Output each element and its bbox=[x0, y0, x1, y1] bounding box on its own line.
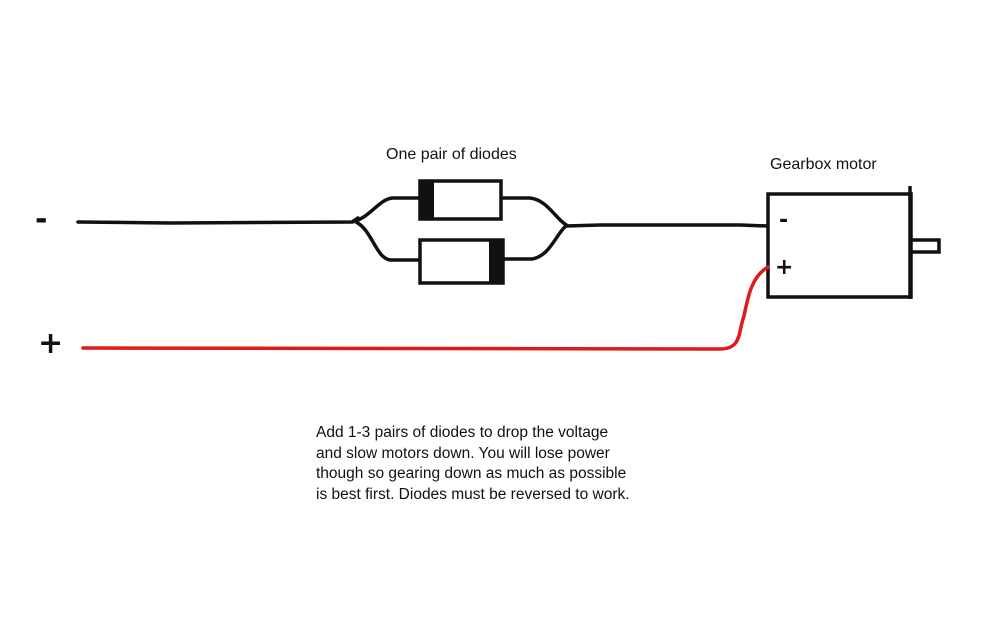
note-line: is best first. Diodes must be reversed t… bbox=[316, 485, 630, 503]
negative-terminal-sign: - bbox=[35, 202, 48, 237]
motor-negative-sign: - bbox=[779, 208, 789, 233]
positive-wire bbox=[81, 265, 770, 351]
note-line: and slow motors down. You will lose powe… bbox=[316, 444, 610, 462]
diode-pair-label: One pair of diodes bbox=[386, 146, 517, 163]
lower-branch-right bbox=[503, 224, 568, 261]
motor-label: Gearbox motor bbox=[770, 156, 877, 173]
note-line: Add 1-3 pairs of diodes to drop the volt… bbox=[316, 424, 609, 441]
upper-branch-right bbox=[501, 196, 569, 228]
gearbox-motor bbox=[766, 192, 913, 299]
upper-diode-band bbox=[421, 182, 434, 218]
motor-positive-sign: + bbox=[775, 255, 794, 280]
note-line: though so gearing down as much as possib… bbox=[316, 465, 627, 482]
motor-negative-wire bbox=[564, 223, 770, 228]
lower-branch-left bbox=[355, 220, 420, 262]
motor-shaft bbox=[911, 238, 941, 254]
negative-wire bbox=[76, 216, 360, 225]
instruction-note: Add 1-3 pairs of diodes to drop the volt… bbox=[316, 423, 736, 505]
lower-diode-band bbox=[489, 241, 502, 282]
upper-branch-left bbox=[351, 196, 420, 224]
positive-terminal-sign: + bbox=[38, 326, 64, 361]
